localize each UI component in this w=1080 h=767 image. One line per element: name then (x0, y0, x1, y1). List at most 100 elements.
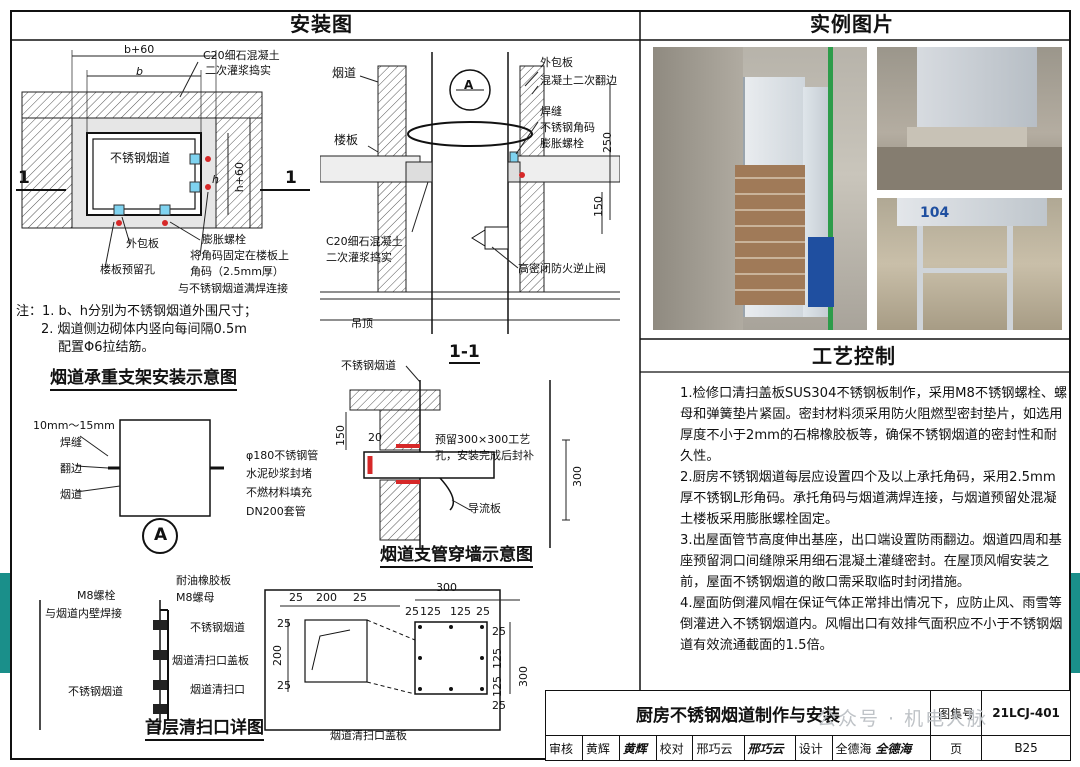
process-item-1: 1.检修口清扫盖板SUS304不锈钢板制作，采用M8不锈钢螺栓、螺母和弹簧垫片紧… (680, 386, 1068, 464)
section-1-1-drawing (320, 52, 620, 334)
co-cover-2: 烟道清扫口盖板 (330, 729, 407, 742)
co-dim-125b: 125 (450, 605, 471, 618)
support-note-1: 注：1. b、h分别为不锈钢烟道外围尺寸； (16, 304, 258, 319)
co-nut: M8螺母 (176, 591, 215, 604)
branch-fill: 不燃材料填充 (246, 486, 312, 499)
header-process: 工艺控制 (812, 344, 896, 368)
branch-caption: 烟道支管穿墙示意图 (380, 547, 533, 568)
photo-flue-on-wall (653, 47, 867, 330)
co-dim-25v3: 25 (492, 625, 506, 638)
cleanout-drawing (39, 589, 520, 731)
co-cover: 烟道清扫口盖板 (172, 654, 249, 667)
co-dim-25c: 25 (405, 605, 419, 618)
co-dim-200v: 200 (271, 645, 284, 666)
designer-signature: 全德海 (875, 741, 912, 756)
detail-ref-A: A (464, 78, 474, 92)
branch-reserve-2: 孔，安装完成后封补 (435, 449, 534, 462)
branch-sleeve: DN200套管 (246, 505, 306, 518)
support-caption: 烟道承重支架安装示意图 (50, 370, 237, 391)
detail-A-drawing (75, 419, 224, 517)
section-mark-left: 1 (18, 168, 30, 188)
sec-outer-label: 外包板 (540, 56, 573, 69)
co-dim-25v1: 25 (277, 617, 291, 630)
callout-bolt: 膨胀螺栓 (202, 233, 246, 246)
co-port: 烟道清扫口 (190, 683, 245, 696)
detailA-flue: 烟道 (60, 488, 82, 501)
reviewer-signature: 黄辉 (618, 735, 657, 761)
sec-dim-250: 250 (601, 132, 614, 153)
photo-ss-stand (877, 198, 1062, 330)
check-label: 校对 (655, 735, 694, 761)
section-mark-right: 1 (285, 168, 297, 188)
page-number: B25 (981, 735, 1071, 761)
title-block-title: 厨房不锈钢烟道制作与安装 (544, 690, 932, 736)
callout-angle-2: 角码（2.5mm厚） (190, 265, 284, 278)
co-dim-125a: 125 (420, 605, 441, 618)
section-caption: 1-1 (449, 342, 480, 364)
co-dim-25v4: 25 (492, 699, 506, 712)
co-dim-300v: 300 (517, 666, 530, 687)
process-item-3: 3.出屋面管节高度伸出基座，出口端设置防雨翻边。烟道四周和基座预留洞口间缝隙采用… (680, 533, 1062, 590)
photo-angle-clip (877, 47, 1062, 190)
co-ss-flue-2: 不锈钢烟道 (68, 685, 123, 698)
sec-dim-150: 150 (592, 196, 605, 217)
sec-slab-label: 楼板 (334, 133, 359, 147)
support-note-2: 2. 烟道侧边砌体内竖向每间隔0.5m (41, 322, 247, 337)
dim-h: h (212, 173, 219, 186)
support-plan-drawing (16, 50, 310, 269)
review-label: 审核 (545, 735, 583, 761)
process-item-4: 4.屋面防倒灌风帽在保证气体正常排出情况下，应防止风、雨雪等倒灌进入不锈钢烟道内… (680, 596, 1063, 653)
branch-mortar: 水泥砂浆封堵 (246, 467, 312, 480)
photo-tag-104: 104 (920, 205, 950, 221)
detailA-dim: 10mm～15mm (33, 419, 115, 432)
ss-flue-label: 不锈钢烟道 (110, 151, 171, 165)
process-item-2: 2.厨房不锈钢烟道每层应设置四个及以上承托角码，采用2.5mm厚不锈钢L形角码。… (680, 470, 1057, 527)
sheet-frame (10, 10, 1071, 760)
sec-ceiling-label: 吊顶 (351, 317, 373, 330)
detailA-weld: 焊缝 (60, 436, 82, 449)
branch-dim-150: 150 (334, 425, 347, 446)
detailA-caption: A (154, 525, 168, 545)
atlas-number: 21LCJ-401 (981, 690, 1071, 736)
checker-signature: 邢巧云 (743, 735, 796, 761)
page-label: 页 (930, 735, 983, 761)
watermark: 公众号 · 机电人脉 (817, 708, 989, 730)
support-note-3: 配置Φ6拉结筋。 (58, 340, 155, 355)
design-label: 设计 (794, 735, 833, 761)
designer-name-and-signature: 全德海 全德海 (831, 735, 932, 761)
co-gasket: 耐油橡胶板 (176, 574, 231, 587)
co-dim-125v2: 125 (491, 676, 504, 697)
co-ss-flue: 不锈钢烟道 (190, 621, 245, 634)
co-dim-25v2: 25 (277, 679, 291, 692)
checker-name: 邢巧云 (692, 735, 745, 761)
co-dim-125v1: 125 (491, 648, 504, 669)
co-dim-25a: 25 (289, 591, 303, 604)
co-bolt-weld-1: M8螺栓 (77, 589, 116, 602)
left-teal-band (0, 573, 10, 673)
sec-c20-label: C20细石混凝土 (326, 235, 403, 248)
cleanout-caption: 首层清扫口详图 (145, 720, 264, 741)
designer-name: 全德海 (835, 741, 872, 756)
title-block: 厨房不锈钢烟道制作与安装 图集号 21LCJ-401 审核 黄辉 黄辉 校对 邢… (544, 690, 1071, 761)
branch-wall-drawing (345, 365, 570, 548)
callout-outer: 外包板 (126, 237, 159, 250)
branch-dim-300: 300 (571, 466, 584, 487)
branch-reserve-1: 预留300×300工艺 (435, 433, 531, 446)
co-bolt-weld-2: 与烟道内壁焊接 (45, 607, 122, 620)
sec-valve-label: 高密闭防火逆止阀 (518, 262, 606, 275)
detailA-flange: 翻边 (60, 462, 82, 475)
callout-c20: C20细石混凝土 (203, 49, 280, 62)
co-dim-25b: 25 (353, 591, 367, 604)
callout-angle-1: 将角码固定在楼板上 (190, 249, 289, 262)
sec-weld-label: 焊缝 (540, 105, 562, 118)
sec-angle-label: 不锈钢角码 (540, 121, 595, 134)
sec-concrete-label: 混凝土二次翻边 (540, 74, 617, 87)
header-photos: 实例图片 (810, 12, 894, 36)
branch-ss-flue: 不锈钢烟道 (341, 359, 396, 372)
branch-guide: 导流板 (468, 502, 501, 515)
dim-b: b (136, 65, 143, 78)
header-install: 安装图 (290, 12, 353, 36)
atlas-label: 图集号 (930, 690, 983, 736)
callout-grout: 二次灌浆捣实 (205, 64, 271, 77)
